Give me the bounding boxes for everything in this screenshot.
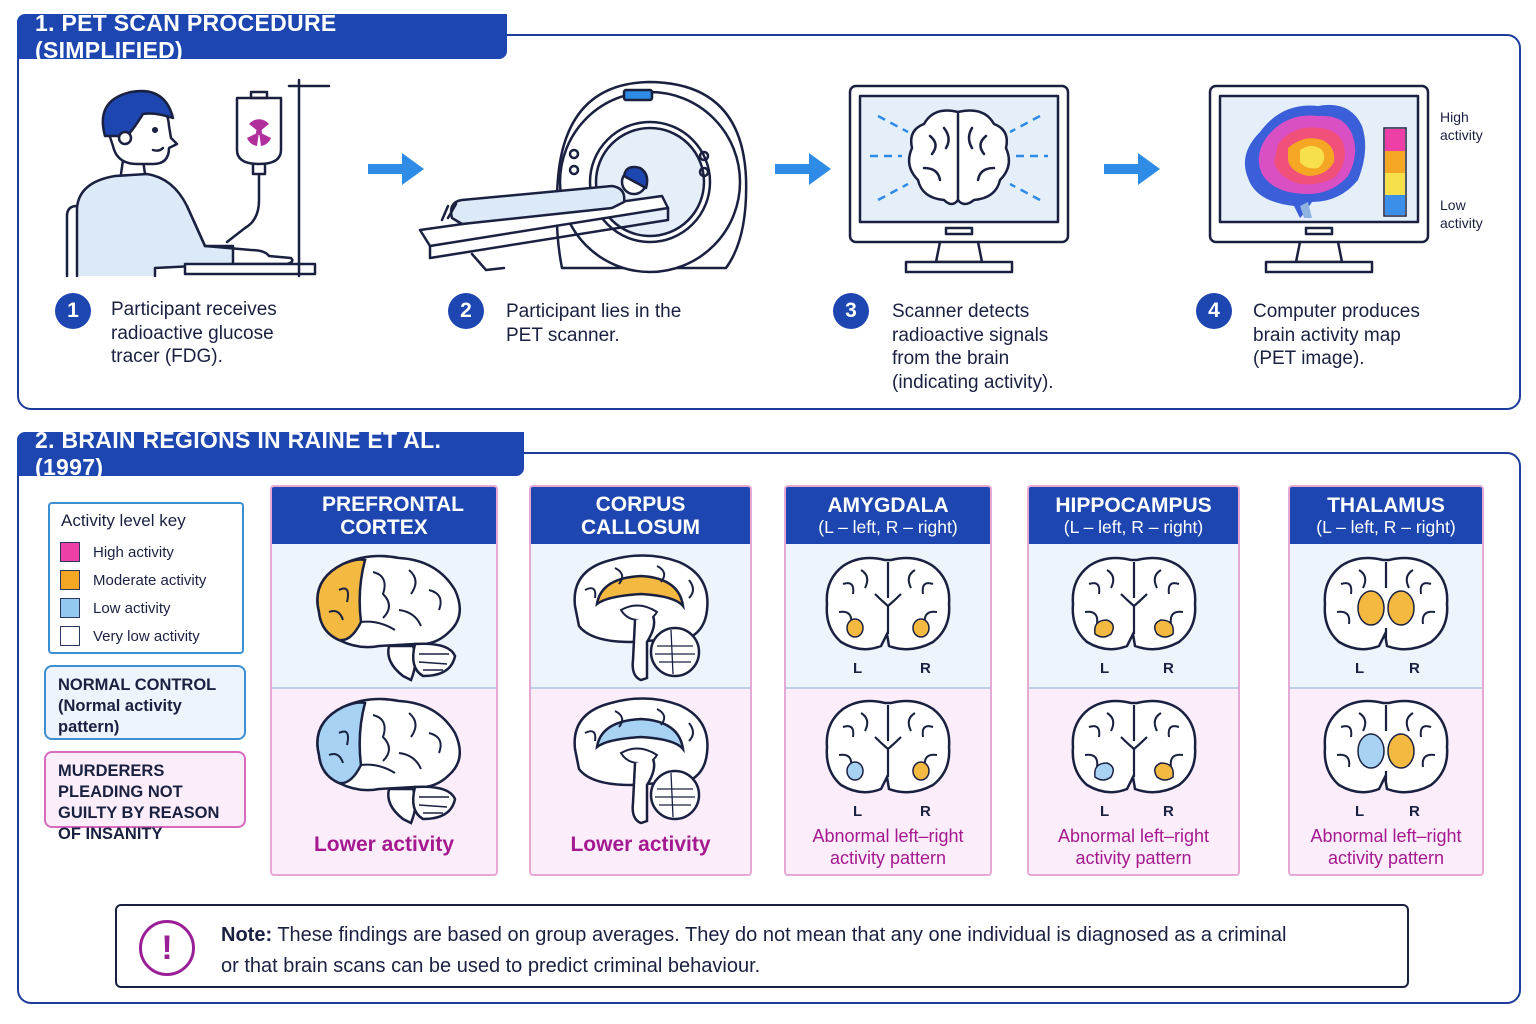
region-subtitle: (L – left, R – right): [1316, 516, 1456, 537]
region-name: HIPPOCAMPUS: [1055, 493, 1212, 517]
murderer-row: Lower activity: [272, 689, 496, 874]
key-item: Very low activity: [60, 626, 200, 646]
murderer-row: L R Abnormal left–right activity pattern: [1029, 689, 1238, 874]
region-corpus-callosum: CORPUS CALLOSUM Lower activity: [529, 485, 752, 876]
left-label: L: [1355, 803, 1365, 820]
key-title: Activity level key: [61, 511, 186, 530]
region-result: Lower activity: [570, 833, 711, 856]
step-4-text: Computer produces brain activity map (PE…: [1253, 301, 1420, 369]
coronal-brain-hippocampus-asymmetric-icon: [1071, 699, 1196, 794]
right-label: R: [1409, 803, 1420, 820]
region-header: CORPUS CALLOSUM: [531, 487, 750, 544]
coronal-brain-thalamus-asymmetric-icon: [1323, 699, 1449, 794]
key-label: Very low activity: [93, 627, 200, 645]
step-1-number: 1: [55, 293, 91, 329]
control-row: [531, 544, 750, 689]
midline-brain-callosum-low-icon: [572, 697, 709, 825]
region-subtitle: (L – left, R – right): [818, 516, 958, 537]
murderers-group-label: MURDERERS PLEADING NOT GUILTY BY REASON …: [44, 751, 246, 843]
key-swatch-moderate: [60, 570, 80, 590]
region-header: AMYGDALA (L – left, R – right): [786, 487, 990, 544]
region-amygdala: AMYGDALA (L – left, R – right) L R L R A…: [784, 485, 992, 876]
key-item: Moderate activity: [60, 570, 206, 590]
region-result: Abnormal left–right activity pattern: [1310, 826, 1462, 868]
note-text: These findings are based on group averag…: [221, 924, 1287, 977]
right-label: R: [1163, 660, 1174, 677]
coronal-brain-thalamus-moderate-icon: [1323, 556, 1449, 651]
key-label: Moderate activity: [93, 571, 207, 589]
control-row: L R: [1290, 544, 1482, 689]
step-1-text: Participant receives radioactive glucose…: [111, 299, 277, 367]
region-result: Lower activity: [313, 833, 455, 856]
arrow-right-icon: [368, 153, 424, 185]
step-2-text: Participant lies in the PET scanner.: [506, 301, 682, 346]
region-subtitle: (L – left, R – right): [1063, 516, 1204, 537]
key-item: Low activity: [60, 598, 171, 618]
key-label: Low activity: [93, 599, 171, 617]
murderer-row: L R Abnormal left–right activity pattern: [786, 689, 990, 874]
key-item: High activity: [60, 542, 174, 562]
arrow-right-icon: [775, 153, 831, 185]
region-result: Abnormal left–right activity pattern: [1057, 826, 1210, 868]
coronal-brain-amygdala-asymmetric-icon: [825, 699, 951, 794]
step-3-number: 3: [833, 293, 869, 329]
midline-brain-callosum-moderate-icon: [572, 554, 709, 682]
note-label: Note:: [221, 924, 273, 946]
left-label: L: [1100, 803, 1110, 820]
right-label: R: [1409, 660, 1420, 677]
monitor-brain-signals-icon: [848, 84, 1070, 274]
monitor-pet-map-icon: [1208, 84, 1430, 274]
note-text-block: Note: These findings are based on group …: [221, 920, 1287, 982]
control-row: L R: [786, 544, 990, 689]
murderer-row: L R Abnormal left–right activity pattern: [1290, 689, 1482, 874]
murderer-row: Lower activity: [531, 689, 750, 874]
left-label: L: [1100, 660, 1110, 677]
right-label: R: [1163, 803, 1174, 820]
region-thalamus: THALAMUS (L – left, R – right) L R L R A…: [1288, 485, 1484, 876]
exclamation-icon: !: [139, 920, 195, 976]
pet-scale-high-label: High activity: [1440, 109, 1483, 143]
note-box: ! Note: These findings are based on grou…: [115, 904, 1409, 988]
pet-scanner-icon: [418, 80, 748, 274]
region-name: THALAMUS: [1327, 493, 1445, 517]
control-row: L R: [1029, 544, 1238, 689]
right-label: R: [920, 803, 931, 820]
left-label: L: [853, 660, 863, 677]
right-label: R: [920, 660, 931, 677]
region-name: AMYGDALA: [827, 493, 949, 517]
step-3-text: Scanner detects radioactive signals from…: [892, 301, 1054, 393]
coronal-brain-hippocampus-moderate-icon: [1071, 556, 1196, 651]
region-name: PREFRONTAL CORTEX: [322, 492, 464, 539]
region-hippocampus: HIPPOCAMPUS (L – left, R – right) L R L …: [1027, 485, 1240, 876]
step-4-number: 4: [1196, 293, 1232, 329]
side-brain-prefrontal-low-icon: [316, 697, 462, 825]
side-brain-prefrontal-moderate-icon: [316, 554, 462, 682]
region-result: Abnormal left–right activity pattern: [812, 826, 964, 868]
participant-iv-icon: [65, 78, 331, 278]
region-prefrontal-cortex: PREFRONTAL CORTEX Lower activity: [270, 485, 498, 876]
step-2-number: 2: [448, 293, 484, 329]
brain-regions-title: 2. BRAIN REGIONS IN RAINE ET AL. (1997): [17, 427, 524, 480]
left-label: L: [853, 803, 863, 820]
region-header: PREFRONTAL CORTEX: [272, 487, 496, 544]
left-label: L: [1355, 660, 1365, 677]
region-header: THALAMUS (L – left, R – right): [1290, 487, 1482, 544]
normal-control-label: NORMAL CONTROL (Normal activity pattern): [44, 665, 246, 740]
key-swatch-low: [60, 598, 80, 618]
pet-scale-low-label: Low activity: [1440, 197, 1483, 231]
key-swatch-high: [60, 542, 80, 562]
key-swatch-very-low: [60, 626, 80, 646]
activity-level-key: Activity level key High activity Moderat…: [48, 502, 244, 654]
pet-procedure-title: 1. PET SCAN PROCEDURE (SIMPLIFIED): [17, 10, 507, 63]
arrow-right-icon: [1104, 153, 1160, 185]
key-label: High activity: [93, 543, 174, 561]
coronal-brain-amygdala-moderate-icon: [825, 556, 951, 651]
region-header: HIPPOCAMPUS (L – left, R – right): [1029, 487, 1238, 544]
control-row: [272, 544, 496, 689]
region-name: CORPUS CALLOSUM: [581, 492, 700, 539]
